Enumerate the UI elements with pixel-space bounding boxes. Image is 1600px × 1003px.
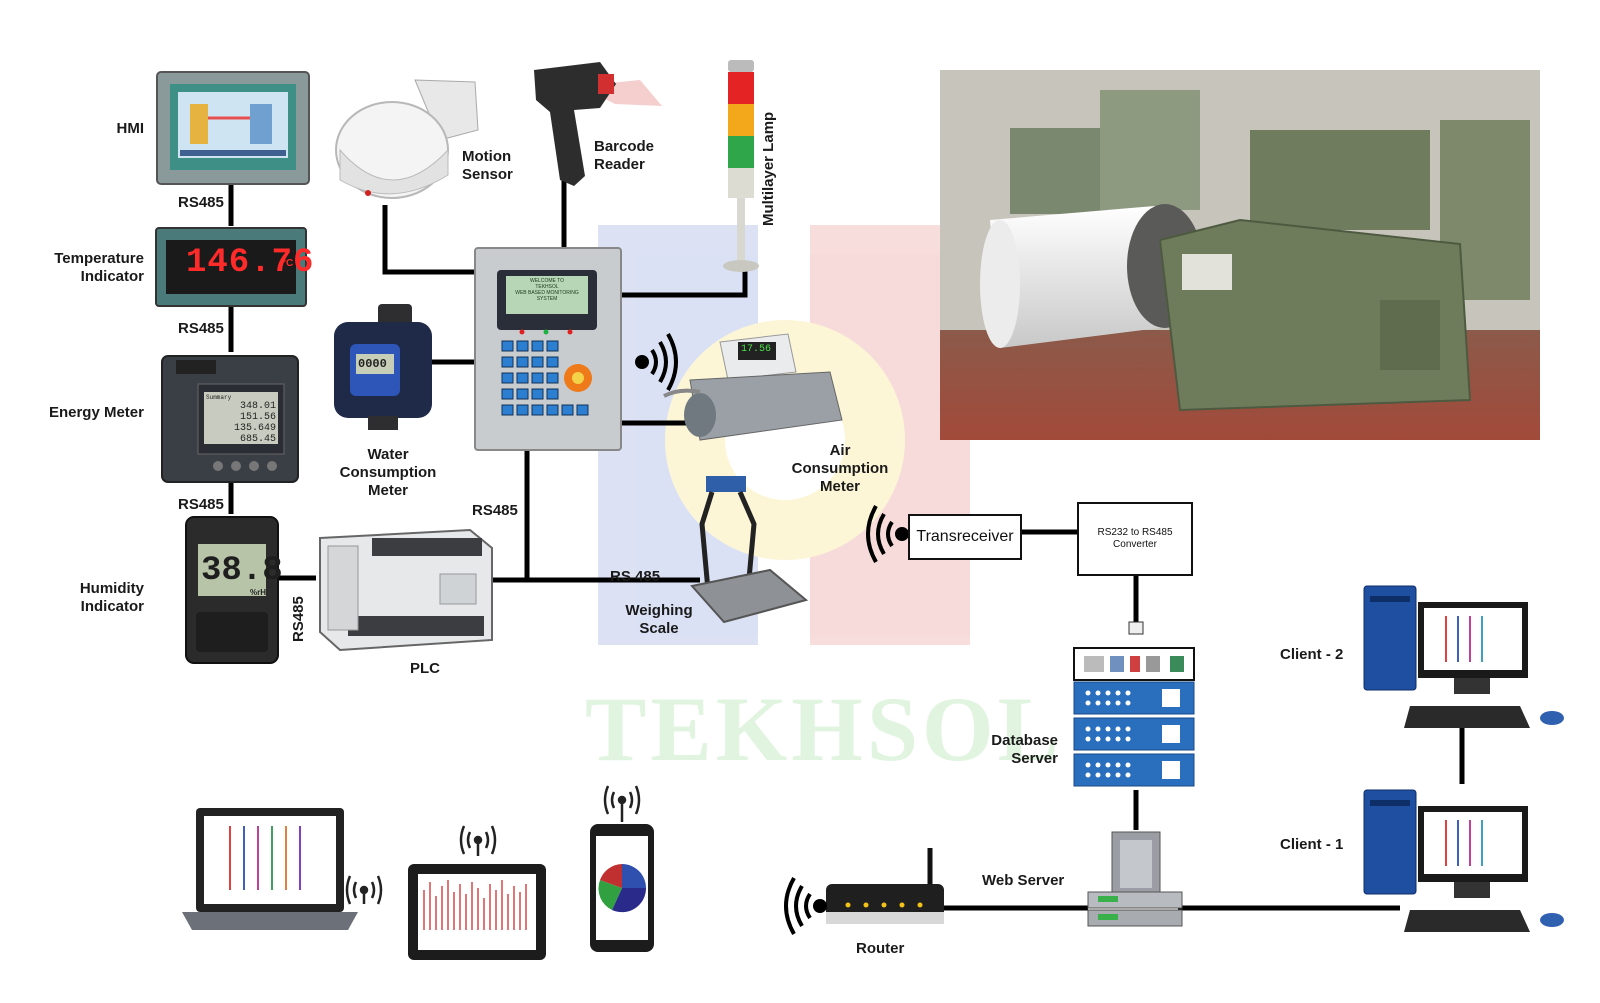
plc-device xyxy=(319,528,493,652)
central-controller-device xyxy=(474,247,622,451)
label-water-meter: Water Consumption Meter xyxy=(339,446,437,499)
air-meter-readout: 17.56 xyxy=(741,344,772,355)
temperature-indicator-device xyxy=(155,227,307,307)
multilayer-lamp-device xyxy=(723,60,759,272)
label-rs485-temperature: RS485 xyxy=(178,320,224,337)
temperature-unit: °C xyxy=(282,258,294,269)
mobile-wireless-icons xyxy=(345,785,641,905)
energy-screen: Summary 348.01 151.56 135.649 685.45 xyxy=(206,394,276,445)
label-multilayer-lamp: Multilayer Lamp xyxy=(760,111,777,226)
energy-value: 151.56 xyxy=(239,412,276,423)
weighing-scale-device xyxy=(690,476,809,624)
connection-lines xyxy=(228,178,1465,911)
label-humidity-indicator: Humidity Indicator xyxy=(79,580,144,615)
label-temperature-indicator: Temperature Indicator xyxy=(54,250,144,285)
converter-box: RS232 to RS485 Converter xyxy=(1077,502,1193,576)
transreceiver-box: Transreceiver xyxy=(908,514,1022,560)
label-rs485-humidity-plc: RS485 xyxy=(290,596,307,642)
energy-value: 348.01 xyxy=(239,401,276,412)
label-database-server: Database Server xyxy=(991,732,1058,767)
label-rs485-energy: RS485 xyxy=(178,496,224,513)
client-2-computer xyxy=(1363,585,1564,728)
transreceiver-label: Transreceiver xyxy=(916,528,1014,545)
label-rs485-controller: RS485 xyxy=(472,502,518,519)
motion-sensor-device xyxy=(335,79,479,199)
label-rs485-scale: RS 485 xyxy=(610,568,661,585)
humidity-indicator-device xyxy=(185,516,279,664)
router-wireless-icon xyxy=(784,877,827,935)
humidity-unit: %rH xyxy=(250,588,267,597)
label-web-server: Web Server xyxy=(982,872,1065,889)
label-barcode-reader: Barcode Reader xyxy=(594,138,655,173)
controller-screen-text: WELCOME TO TEKHSOL WEB BASED MONITORING … xyxy=(515,278,579,302)
label-hmi: HMI xyxy=(116,120,145,137)
web-server-device xyxy=(1087,831,1183,927)
label-air-meter: Air Consumption Meter xyxy=(791,442,889,495)
hmi-device xyxy=(156,71,310,185)
label-motion-sensor: Motion Sensor xyxy=(462,148,513,183)
water-meter-readout: 0000 xyxy=(358,357,387,371)
label-client-2: Client - 2 xyxy=(1280,646,1344,663)
router-device xyxy=(826,848,944,924)
database-server-device xyxy=(1073,621,1195,787)
label-plc: PLC xyxy=(410,660,440,677)
label-weighing-scale: Weighing Scale xyxy=(625,602,693,637)
tablet-device xyxy=(408,864,546,960)
client-1-computer xyxy=(1363,789,1564,932)
barcode-reader-device xyxy=(534,62,662,186)
water-meter-device xyxy=(334,304,432,430)
label-client-1: Client - 1 xyxy=(1280,836,1344,853)
temperature-readout: 146.76 xyxy=(186,244,315,282)
converter-label: RS232 to RS485 Converter xyxy=(1097,527,1173,550)
energy-value: 135.649 xyxy=(233,423,276,434)
label-router: Router xyxy=(856,940,905,957)
watermark: TEKHSOL xyxy=(585,678,1063,780)
energy-value: 685.45 xyxy=(239,434,276,445)
label-rs485-hmi: RS485 xyxy=(178,194,224,211)
label-energy-meter: Energy Meter xyxy=(48,404,144,421)
air-meter-device xyxy=(663,333,843,441)
phone-device xyxy=(590,824,654,952)
laptop-device xyxy=(182,808,358,930)
energy-screen-title: Summary xyxy=(206,394,232,401)
transreceiver-wireless-icon xyxy=(866,505,909,563)
energy-meter-device xyxy=(161,355,299,483)
wireless-icon xyxy=(635,333,678,391)
humidity-readout: 38.8 xyxy=(201,552,283,590)
textile-machine-photo xyxy=(940,70,1540,440)
